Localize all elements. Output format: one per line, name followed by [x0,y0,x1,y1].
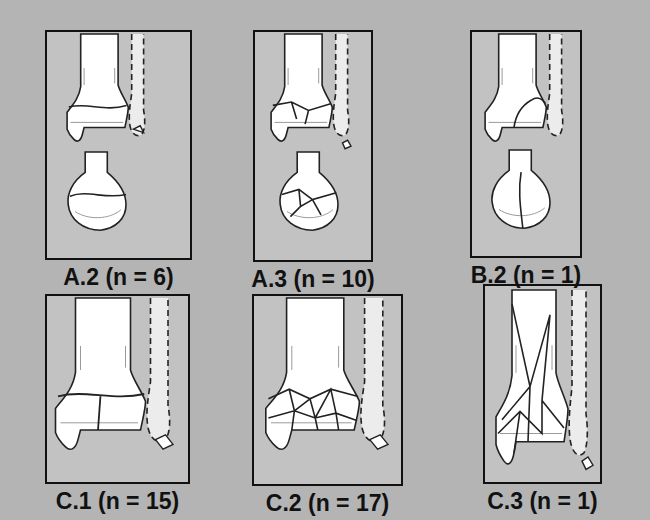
bone-drawing [266,298,388,449]
panel-label: C.2 (n = 17) [266,492,389,515]
bone-drawing [67,34,145,141]
bone-drawing [514,98,545,127]
figure-panel: B.2 (n = 1) [470,30,582,258]
bone-drawing [56,298,174,449]
panel-grounds [483,284,602,484]
bone-drawing [492,150,550,228]
bone-drawing [68,152,126,230]
bone-drawing [520,172,523,228]
bone-drawing [67,34,145,141]
panel-grounds [470,30,582,258]
panel-label: C.1 (n = 15) [56,490,179,513]
panel-caption: A.3 (n = 10) [251,268,374,291]
figure-panel: C.2 (n = 17) [252,294,403,486]
bone-drawing [70,194,126,196]
bone-drawing [68,152,126,230]
panel-grounds [45,30,602,486]
bone-drawing [496,290,587,464]
figure-panel: C.1 (n = 15) [45,294,190,484]
bone-drawing [271,34,349,141]
bone-drawing [496,290,593,469]
bone-drawing [282,189,336,216]
panel-label: A.2 (n = 6) [63,266,174,289]
bone-drawing [268,389,358,430]
panel-label: A.3 (n = 10) [251,268,374,291]
bone-drawing [485,34,563,141]
bone-drawing [56,298,170,449]
bone-drawing [273,102,331,124]
bone-drawing [582,457,593,469]
bone-drawing [485,34,563,141]
bone-drawing [343,140,352,149]
bone-drawing [498,304,564,453]
bone-drawing [280,152,338,230]
panel-caption: A.2 (n = 6) [63,266,174,289]
figure-panel: C.3 (n = 1) [483,284,602,484]
panel-caption: C.2 (n = 17) [266,492,389,515]
bone-drawing [58,394,144,430]
panel-grounds [253,30,373,262]
panel-grounds [45,294,190,484]
panel-caption: C.3 (n = 1) [487,490,598,513]
bone-drawing [156,435,174,449]
bone-drawing [69,105,127,107]
panel-grounds [45,30,192,260]
panel-grounds [252,294,403,486]
bone-drawing [370,435,388,449]
bone-drawing [266,298,385,449]
figure-panel: A.3 (n = 10) [253,30,373,262]
figure-panel: A.2 (n = 6) [45,30,192,260]
bone-drawing [271,34,351,149]
panel-caption: C.1 (n = 15) [56,490,179,513]
bone-drawing [492,150,550,228]
panel-label: C.3 (n = 1) [487,490,598,513]
bone-drawing [280,152,338,230]
bone-drawing [133,126,143,133]
